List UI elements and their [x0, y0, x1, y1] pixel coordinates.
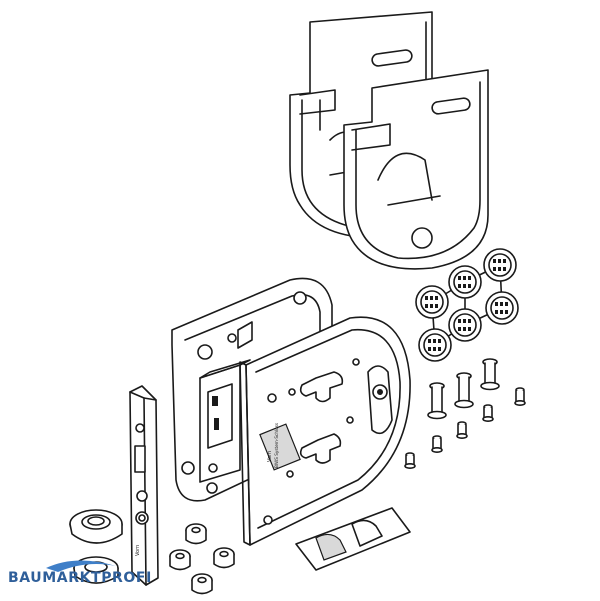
front-plate-label-line1: Vorn — [267, 451, 273, 462]
bushings — [169, 523, 235, 595]
screws-and-bolts — [404, 358, 526, 469]
screw-small-4 — [431, 435, 443, 453]
bushing-1 — [185, 523, 207, 545]
edge-plate-label: Vorn — [135, 545, 141, 556]
lock-mechanism-block — [199, 359, 251, 483]
screw-small-2 — [482, 404, 494, 422]
clip-button-3 — [483, 248, 517, 282]
screw-small-3 — [456, 421, 468, 439]
brand-logo-text: BAUMARKTPROFI — [8, 570, 152, 586]
lock-front-plate — [239, 316, 411, 546]
bushing-3 — [213, 547, 235, 569]
clip-button-6 — [485, 291, 519, 325]
edge-face-plate — [129, 385, 159, 586]
cover-plate-front — [343, 69, 489, 270]
bolt-long-1 — [480, 358, 500, 391]
bolt-long-3 — [427, 382, 447, 420]
brand-logo: BAUMARKTPROFI — [6, 556, 176, 596]
screw-small-5 — [404, 452, 416, 469]
clip-button-1 — [415, 285, 449, 319]
screw-small-1 — [514, 387, 526, 406]
bushing-2 — [169, 549, 191, 571]
clip-buttons — [415, 248, 519, 362]
sticker-sheet — [295, 507, 411, 571]
round-rosette — [69, 509, 123, 544]
clip-button-2 — [448, 265, 482, 299]
clip-button-4 — [418, 328, 452, 362]
bushing-4 — [191, 573, 213, 595]
brand-swoosh-icon — [46, 560, 116, 572]
bolt-long-2 — [454, 372, 474, 409]
clip-button-5 — [448, 308, 482, 342]
front-plate-label-line2: BIWS System-Schloss — [274, 423, 279, 468]
